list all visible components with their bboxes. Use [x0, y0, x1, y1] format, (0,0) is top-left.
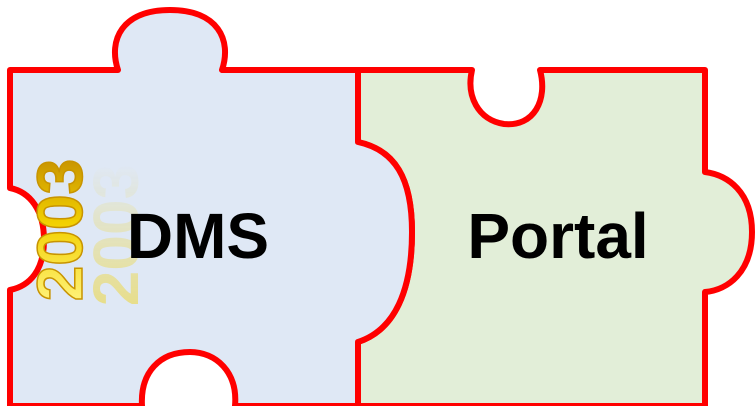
year-stamp-echo: 2003	[80, 164, 152, 306]
portal-label: Portal	[467, 200, 648, 272]
year-stamp: 2003 2003	[23, 158, 152, 306]
year-stamp-text: 2003	[24, 159, 96, 301]
dms-label: DMS	[127, 200, 269, 272]
puzzle-piece-dms	[7, 7, 415, 406]
